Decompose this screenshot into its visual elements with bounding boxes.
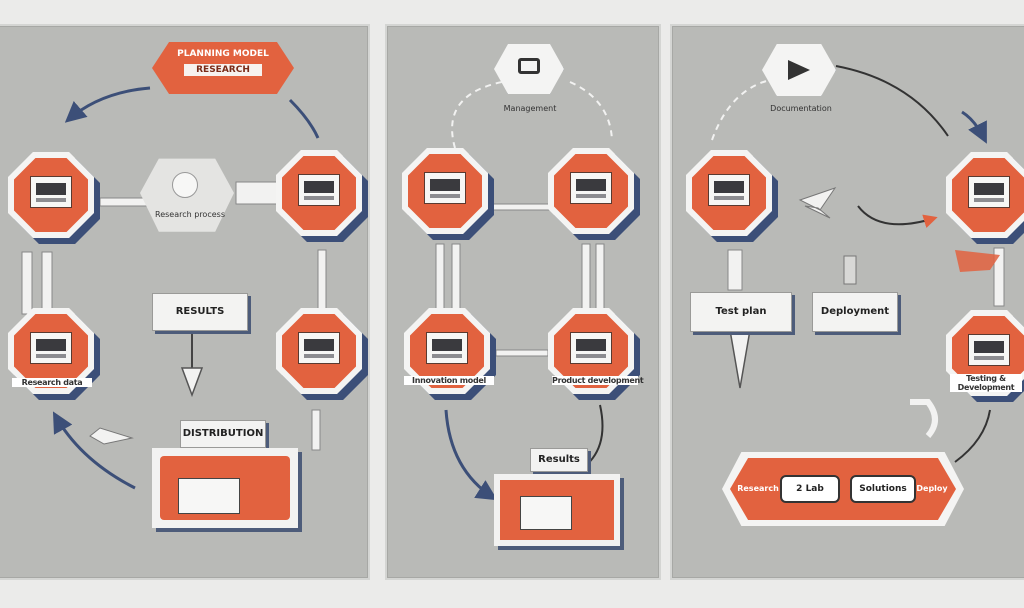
badge-lab[interactable]: 2 Lab <box>780 475 840 503</box>
panel-1-header-line1: PLANNING MODEL <box>177 49 269 59</box>
node-p1-bottom-left-label: Research data <box>12 378 92 387</box>
v-bar-p3-left <box>727 249 743 291</box>
monitor-icon <box>30 176 72 208</box>
panel-2-header-caption: Management <box>503 104 557 113</box>
dashed-arc-p3 <box>711 79 771 141</box>
badge-solutions[interactable]: Solutions <box>850 475 916 503</box>
node-p3-top-left[interactable] <box>686 150 778 242</box>
h-bar-p2-mid <box>495 349 549 357</box>
arrow-down-p3 <box>729 329 751 389</box>
v-bar-right <box>317 249 327 311</box>
curve-p3-middle <box>857 205 938 228</box>
h-bar-p2-top <box>487 203 553 211</box>
monitor-icon <box>298 332 340 364</box>
card-screen-icon <box>178 478 240 514</box>
dashed-arc-top <box>451 81 613 149</box>
panel-3-header-caption: Documentation <box>770 104 832 113</box>
hub-avatar <box>172 172 198 198</box>
panel-2-header-glyph <box>518 58 540 74</box>
node-p3-bottom-right-label: Testing & Development <box>950 374 1022 392</box>
curve-top-left-arrow <box>64 86 151 123</box>
curve-p3-top-right <box>835 65 949 137</box>
deployment-tag: Deployment <box>812 292 898 332</box>
monitor-icon <box>708 174 750 206</box>
banner-left-label: Research <box>737 484 779 493</box>
v-bar-p2-left <box>435 243 445 311</box>
v-bar-p2-right <box>581 243 591 311</box>
v-bar-p3-right <box>993 247 1005 307</box>
monitor-icon <box>426 332 468 364</box>
curve-bottom-left-arrow <box>52 411 136 490</box>
orange-flag <box>955 250 1000 272</box>
send-icon <box>788 60 810 80</box>
curve-top-right <box>288 98 320 139</box>
v-bar-p2-right2 <box>595 243 605 311</box>
monitor-icon <box>30 332 72 364</box>
return-arrow <box>89 427 134 445</box>
panel-1-header-banner: PLANNING MODEL RESEARCH <box>152 42 294 94</box>
v-bar-right-2 <box>311 409 321 451</box>
v-bar-left <box>21 251 33 315</box>
test-plan-tag: Test plan <box>690 292 792 332</box>
curve-p3-bottom <box>954 409 991 463</box>
bottom-panel-card[interactable] <box>152 448 298 528</box>
hub-label: Research process <box>155 210 225 219</box>
arrow-down-center <box>180 367 204 398</box>
paper-plane <box>798 187 837 219</box>
banner-right-label: Deploy <box>916 484 948 493</box>
panel-1-header-line2: RESEARCH <box>184 64 262 76</box>
node-p2-top-right[interactable] <box>548 148 640 240</box>
bracket-p3 <box>910 399 938 438</box>
node-p2-bottom-right-label: Product development <box>552 376 644 385</box>
card-screen-icon-p2 <box>520 496 572 530</box>
results-tag: RESULTS <box>152 293 248 331</box>
monitor-icon <box>298 174 340 206</box>
monitor-icon <box>424 172 466 204</box>
results-tag-p2: Results <box>530 448 588 472</box>
bottom-banner-inner <box>730 458 956 520</box>
node-p1-top-left[interactable] <box>8 152 100 244</box>
monitor-icon <box>570 332 612 364</box>
distribution-tag: DISTRIBUTION <box>180 420 266 448</box>
node-p2-top-left[interactable] <box>402 148 494 240</box>
monitor-icon <box>968 176 1010 208</box>
monitor-icon <box>968 334 1010 366</box>
node-p1-top-right[interactable] <box>276 150 368 242</box>
curve-p2-bottom <box>444 409 498 501</box>
bottom-card-p2[interactable] <box>494 474 620 546</box>
v-bar-p2-left2 <box>451 243 461 311</box>
node-p1-bottom-right[interactable] <box>276 308 368 400</box>
small-post <box>843 255 857 285</box>
node-p3-top-right[interactable] <box>946 152 1024 244</box>
panel-2-header-icon <box>494 44 564 94</box>
node-p2-bottom-left-label: Innovation model <box>404 376 494 385</box>
v-bar-left-2 <box>41 251 53 315</box>
curve-p3-right-arrow <box>961 110 987 144</box>
monitor-icon <box>570 172 612 204</box>
